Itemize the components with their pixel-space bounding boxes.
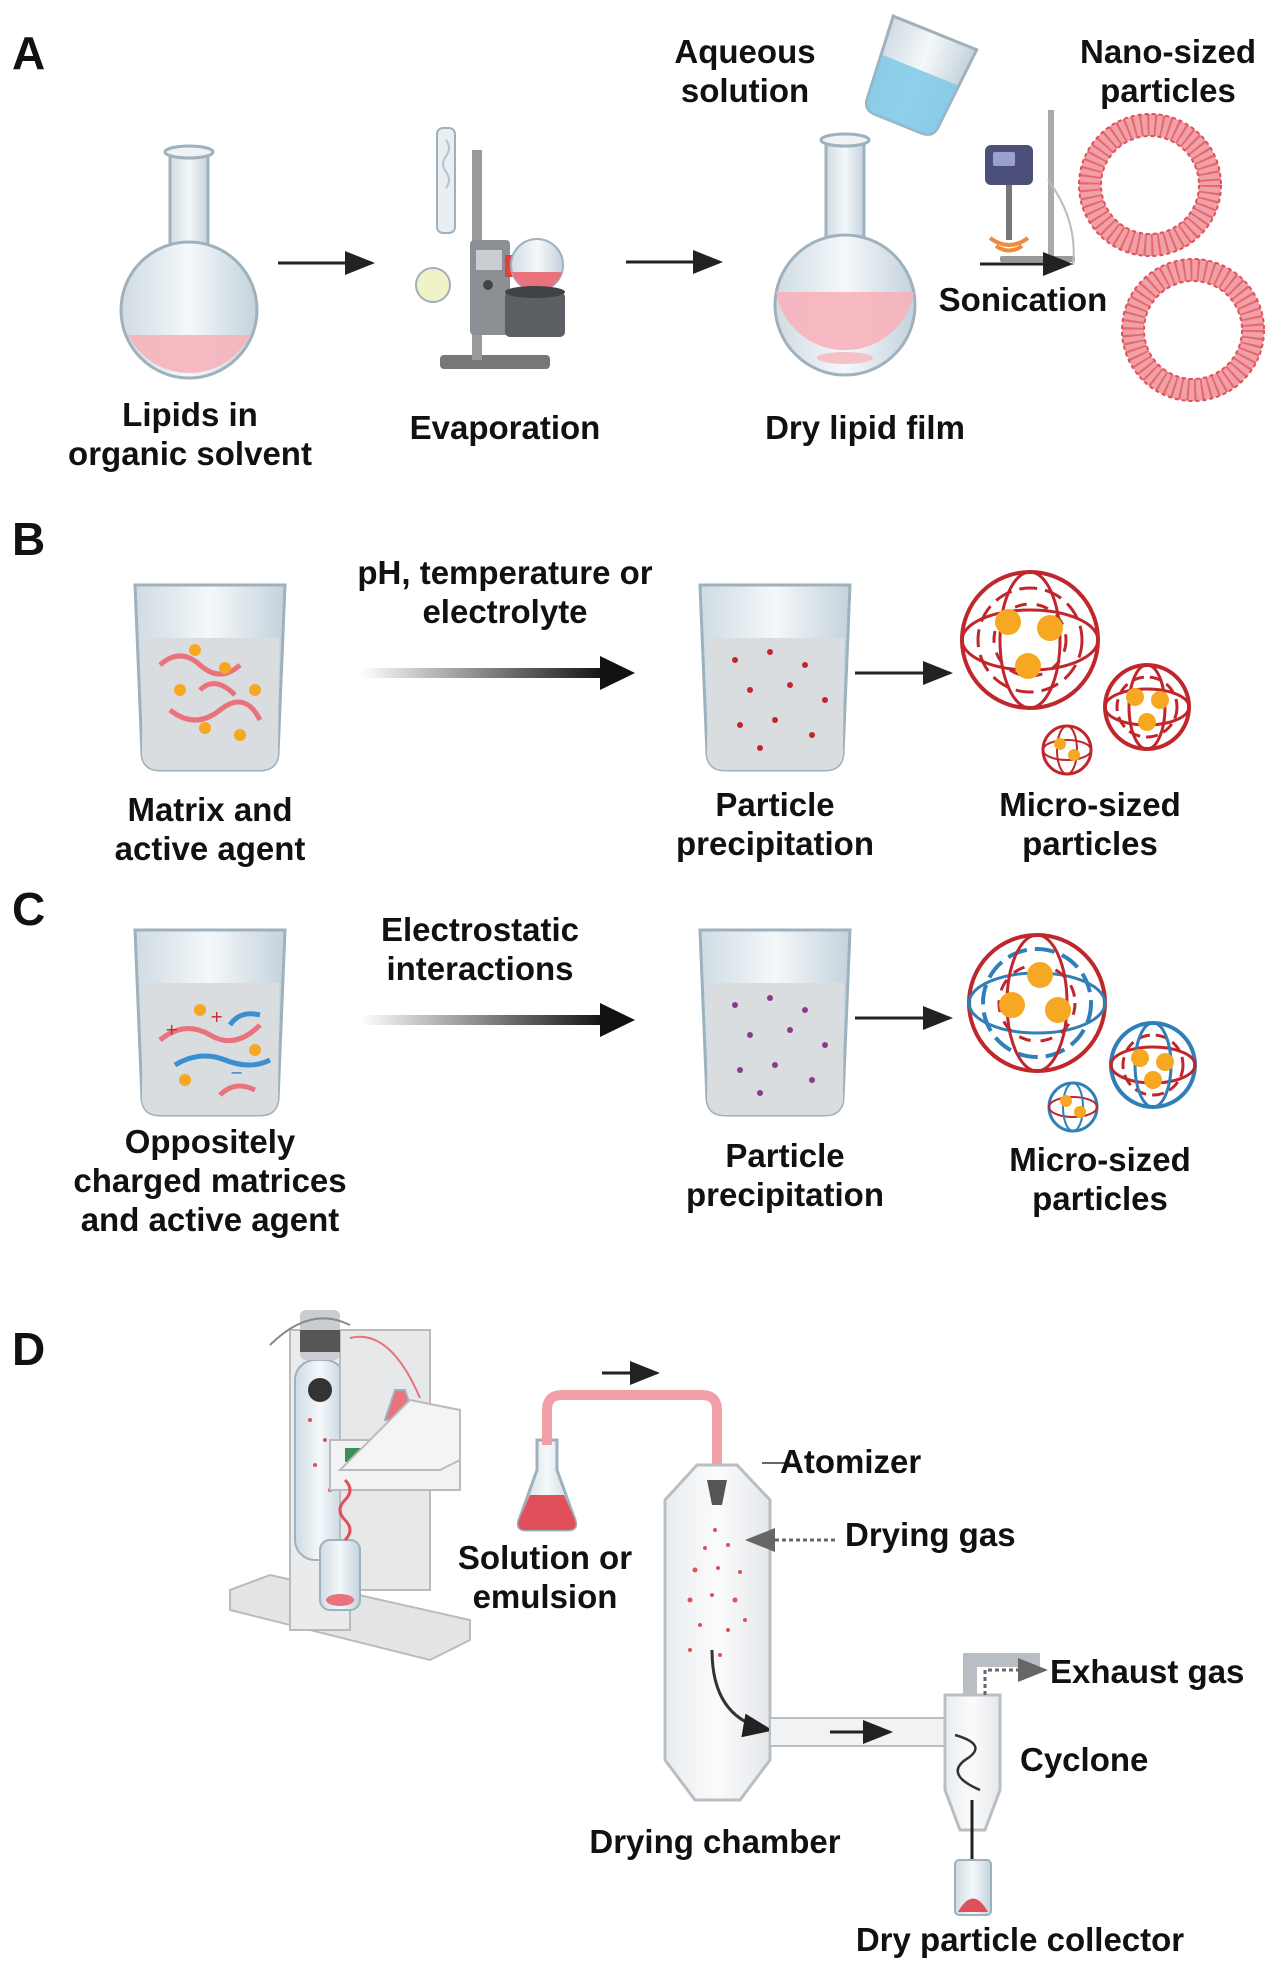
liposome-large — [1078, 113, 1222, 257]
spray-dryer-machine — [229, 1310, 471, 1662]
erlenmeyer-flask — [516, 1438, 578, 1532]
beaker-matrix — [133, 583, 287, 772]
label-condition-b: pH, temperature or electrolyte — [357, 554, 653, 630]
label-dry-particle-collector: Dry particle collector — [855, 1921, 1185, 1958]
label-particle-precipitation-b: Particle precipitation — [675, 786, 875, 862]
round-flask-dry-film — [773, 132, 917, 377]
label-sonication: Sonication — [938, 281, 1108, 318]
label-lipids-solvent: Lipids in organic solvent — [68, 396, 312, 472]
beaker-opposite-charges: + + − — [133, 928, 287, 1117]
cyclone — [943, 1653, 1048, 1898]
beaker-precipitate-b — [698, 583, 852, 772]
svg-text:−: − — [230, 1063, 243, 1082]
label-particle-precipitation-c: Particle precipitation — [685, 1137, 885, 1213]
label-drying-chamber: Drying chamber — [589, 1823, 841, 1860]
label-nano-particles: Nano-sized particles — [1079, 33, 1257, 109]
label-micro-particles-c: Micro-sized particles — [1009, 1141, 1191, 1217]
beaker-precipitate-c — [698, 928, 852, 1117]
label-aqueous-solution: Aqueous solution — [674, 33, 816, 109]
panel-letter-d: D — [12, 1323, 46, 1375]
thick-arrow-b — [360, 656, 635, 690]
drying-chamber — [663, 1463, 773, 1802]
feed-tube — [542, 1390, 722, 1480]
label-atomizer: Atomizer — [780, 1443, 922, 1480]
micro-particle-medium-b — [1103, 663, 1191, 751]
panel-letter-c: C — [12, 883, 46, 935]
label-cyclone: Cyclone — [1020, 1741, 1149, 1778]
round-flask-lipids — [119, 144, 259, 380]
label-exhaust-gas: Exhaust gas — [1050, 1653, 1245, 1690]
panel-letter-a: A — [12, 27, 46, 79]
label-matrix-active-agent: Matrix and active agent — [114, 791, 306, 867]
svg-text:+: + — [210, 1007, 223, 1026]
svg-text:+: + — [165, 1020, 178, 1039]
micro-particle-large-b — [960, 570, 1100, 710]
label-drying-gas: Drying gas — [845, 1516, 1016, 1553]
panel-letter-b: B — [12, 513, 46, 565]
sonicator — [985, 110, 1075, 266]
particle-collector — [954, 1859, 992, 1916]
connector-pipe — [769, 1717, 951, 1747]
label-micro-particles-b: Micro-sized particles — [999, 786, 1181, 862]
label-condition-c: Electrostatic interactions — [380, 911, 580, 987]
label-oppositely-charged: Oppositely charged matrices and active a… — [73, 1123, 347, 1238]
pouring-beaker — [865, 14, 979, 136]
label-evaporation: Evaporation — [409, 409, 601, 446]
micro-particle-large-c — [967, 933, 1107, 1073]
label-solution-emulsion: Solution or emulsion — [457, 1539, 633, 1615]
thick-arrow-c — [360, 1003, 635, 1037]
rotary-evaporator — [415, 127, 565, 369]
micro-particle-medium-c — [1109, 1021, 1197, 1109]
micro-particle-small-b — [1041, 724, 1093, 776]
liposome-small — [1121, 258, 1265, 402]
micro-particle-small-c — [1047, 1081, 1099, 1133]
label-dry-lipid-film: Dry lipid film — [765, 409, 965, 446]
